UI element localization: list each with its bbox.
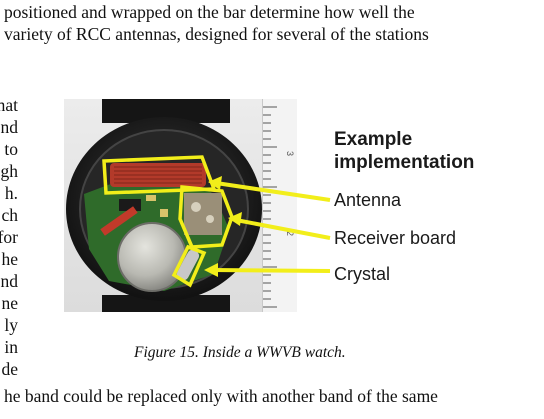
fragment-text: ch	[1, 205, 18, 225]
fragment-text: de	[1, 359, 18, 379]
body-text-fragment: for	[0, 227, 18, 247]
body-text-fragment: de	[0, 359, 18, 379]
body-text-fragment: h.	[0, 183, 18, 203]
body-text-fragment: nd	[0, 117, 19, 137]
watch-strap-bottom	[102, 295, 230, 312]
fragment-text: gh	[0, 161, 19, 181]
body-text-fragment: ch	[0, 205, 18, 225]
ruler: 3 2	[262, 99, 297, 312]
figure-heading-line-2: implementation	[334, 152, 475, 173]
component	[206, 215, 214, 223]
watch-photo	[64, 99, 296, 312]
figure-heading-line-1: Example	[334, 129, 413, 150]
fragment-text: nd	[0, 117, 19, 137]
fragment-text: ly	[4, 315, 18, 335]
figure-caption: Figure 15. Inside a WWVB watch.	[134, 344, 346, 361]
body-text-fragment: ne	[0, 293, 18, 313]
receiver-module	[184, 193, 222, 235]
ruler-label: 2	[285, 231, 295, 236]
coil-windings	[114, 166, 202, 184]
component	[146, 195, 156, 201]
body-text-line-1: positioned and wrapped on the bar determ…	[4, 2, 415, 22]
fragment-text: ne	[1, 293, 18, 313]
body-text-fragment: ly	[0, 315, 18, 335]
component	[191, 202, 201, 212]
fragment-text: nat	[0, 95, 18, 115]
body-text-line-2: variety of RCC antennas, designed for se…	[4, 24, 429, 44]
fragment-text: for	[0, 227, 18, 247]
ruler-label: 3	[285, 151, 295, 156]
crystal-highlight	[171, 244, 207, 288]
body-text-fragment: in	[0, 337, 18, 357]
fragment-text: to	[4, 139, 18, 159]
chip	[119, 199, 141, 211]
watch-illustration	[66, 99, 262, 312]
fragment-text: nd	[0, 271, 19, 291]
body-text-fragment: gh	[0, 161, 19, 181]
label-receiver-board: Receiver board	[334, 228, 457, 248]
component	[100, 206, 138, 236]
body-text-fragment: to	[0, 139, 18, 159]
label-antenna: Antenna	[334, 190, 402, 210]
body-text-line-bottom: he band could be replaced only with anot…	[4, 386, 438, 406]
battery	[118, 223, 186, 291]
ruler-ticks: 3 2	[263, 106, 295, 308]
fragment-text: in	[4, 337, 18, 357]
body-text-fragment: nat	[0, 95, 18, 115]
component	[160, 209, 168, 217]
body-text-fragment: nd	[0, 271, 19, 291]
crystal	[176, 249, 200, 281]
fragment-text: h.	[4, 183, 18, 203]
body-text-fragment: he	[0, 249, 18, 269]
label-crystal: Crystal	[334, 264, 391, 284]
fragment-text: he	[1, 249, 18, 269]
